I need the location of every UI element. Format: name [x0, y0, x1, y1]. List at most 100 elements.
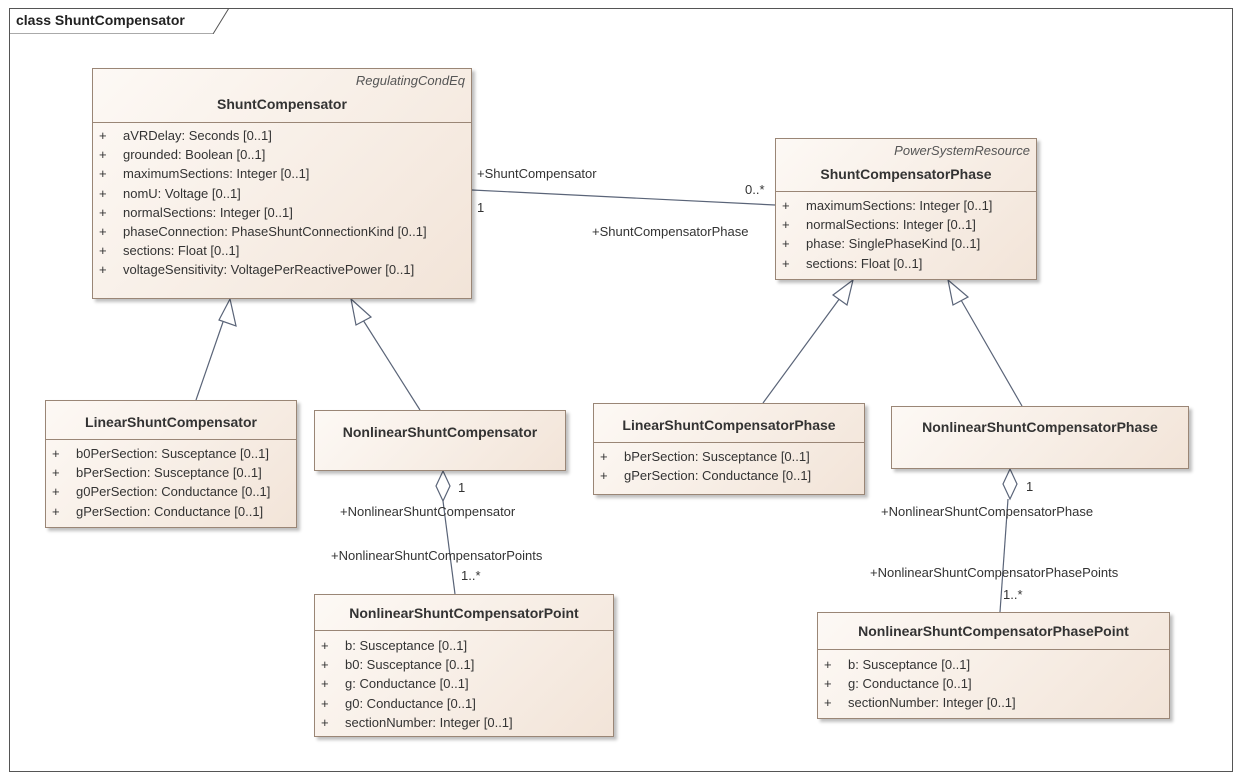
- generalization-line-linear-sc: [195, 321, 224, 401]
- multiplicity-label-shunt-compensator: 1: [477, 200, 485, 215]
- generalization-arrow-nonlinear-sc: [350, 297, 373, 326]
- class-name: ShuntCompensatorPhase: [820, 166, 992, 182]
- association-line-sc-phase: [471, 189, 776, 206]
- attribute[interactable]: + phase: SinglePhaseKind [0..1]: [782, 234, 1032, 253]
- class-name: NonlinearShuntCompensatorPhase: [922, 419, 1158, 435]
- attribute[interactable]: +b0PerSection: Susceptance [0..1]: [52, 444, 292, 463]
- visibility-marker: +: [824, 676, 832, 692]
- visibility-marker: +: [782, 198, 790, 213]
- attribute[interactable]: + sectionNumber: Integer [0..1]: [321, 713, 609, 732]
- attribute-list: +aVRDelay: Seconds [0..1] +grounded: Boo…: [99, 126, 467, 280]
- visibility-marker: +: [782, 217, 790, 233]
- attribute-list: + b: Susceptance [0..1] + g: Conductance […: [824, 655, 1165, 713]
- attribute-text: gPerSection: Conductance [0..1]: [624, 468, 812, 484]
- role-label-shunt-compensator: +ShuntCompensator: [477, 166, 597, 181]
- visibility-marker: +: [824, 695, 832, 711]
- attribute[interactable]: +g0PerSection: Conductance [0..1]: [52, 482, 292, 501]
- visibility-marker: +: [321, 695, 329, 711]
- attribute[interactable]: + b0: Susceptance [0..1]: [321, 655, 609, 674]
- frame-title-tab: [9, 8, 230, 34]
- attribute-text: normalSections: Integer [0..1]: [806, 217, 976, 233]
- attribute[interactable]: +sections: Float [0..1]: [99, 241, 467, 260]
- multiplicity-label-nonlinear-phase-owner: 1: [1026, 479, 1034, 494]
- aggregation-line-nonlinear-sc: [442, 500, 456, 595]
- compartment-divider: [46, 439, 296, 440]
- visibility-marker: +: [824, 657, 832, 672]
- visibility-marker: +: [321, 657, 329, 673]
- class-nonlinear-shunt-compensator[interactable]: NonlinearShuntCompensator: [314, 410, 566, 471]
- attribute-text: g: Conductance [0..1]: [345, 676, 469, 692]
- aggregation-diamond-nonlinear-phase: [1002, 467, 1018, 501]
- compartment-divider: [315, 630, 613, 631]
- attribute-text: maximumSections: Integer [0..1]: [806, 198, 993, 213]
- visibility-marker: +: [99, 204, 107, 220]
- class-nonlinear-shunt-compensator-phase[interactable]: NonlinearShuntCompensatorPhase: [891, 406, 1189, 469]
- attribute[interactable]: + g: Conductance [0..1]: [321, 674, 609, 693]
- visibility-marker: +: [99, 166, 107, 182]
- generalization-arrow-linear-sc: [218, 297, 237, 327]
- attribute-text: b0: Susceptance [0..1]: [345, 657, 475, 673]
- class-shunt-compensator-phase[interactable]: PowerSystemResource ShuntCompensatorPhas…: [775, 138, 1037, 280]
- class-name: NonlinearShuntCompensator: [342, 424, 538, 440]
- attribute[interactable]: + normalSections: Integer [0..1]: [99, 203, 467, 222]
- attribute-text: sectionNumber: Integer [0..1]: [345, 714, 513, 730]
- class-linear-shunt-compensator[interactable]: LinearShuntCompensator +b0PerSection: Su…: [45, 400, 297, 528]
- attribute[interactable]: +bPerSection: Susceptance [0..1]: [52, 463, 292, 482]
- class-nonlinear-shunt-compensator-point[interactable]: NonlinearShuntCompensatorPoint +b: Susce…: [314, 594, 614, 737]
- attribute-text: voltageSensitivity: VoltagePerReactivePo…: [123, 262, 415, 278]
- attribute[interactable]: + g: Conductance [0..1]: [824, 674, 1165, 693]
- attribute[interactable]: +nomU: Voltage [0..1]: [99, 184, 467, 203]
- attribute-text: phase: SinglePhaseKind [0..1]: [806, 236, 981, 252]
- visibility-marker: +: [600, 468, 608, 484]
- attribute-text: bPerSection: Susceptance [0..1]: [624, 449, 810, 464]
- role-label-nonlinear-points: +NonlinearShuntCompensatorPoints: [331, 548, 543, 563]
- generalization-arrow-nonlinear-phase: [947, 278, 970, 306]
- visibility-marker: +: [321, 714, 329, 730]
- generalization-line-nonlinear-phase: [960, 299, 1023, 407]
- attribute[interactable]: + maximumSections: Integer [0..1]: [782, 196, 1032, 215]
- attribute[interactable]: +b: Susceptance [0..1]: [321, 636, 609, 655]
- attribute[interactable]: +sections: Float [0..1]: [782, 254, 1032, 273]
- attribute-text: normalSections: Integer [0..1]: [123, 204, 293, 220]
- visibility-marker: +: [321, 676, 329, 692]
- aggregation-diamond-nonlinear-sc: [435, 469, 451, 503]
- role-label-shunt-compensator-phase: +ShuntCompensatorPhase: [592, 224, 749, 239]
- visibility-marker: +: [52, 484, 60, 500]
- attribute[interactable]: +grounded: Boolean [0..1]: [99, 145, 467, 164]
- attribute[interactable]: +sectionNumber: Integer [0..1]: [824, 693, 1165, 712]
- attribute[interactable]: +phaseConnection: PhaseShuntConnectionKi…: [99, 222, 467, 241]
- class-shunt-compensator[interactable]: RegulatingCondEq ShuntCompensator +aVRDe…: [92, 68, 472, 299]
- visibility-marker: +: [99, 147, 107, 163]
- attribute[interactable]: + normalSections: Integer [0..1]: [782, 215, 1032, 234]
- attribute[interactable]: + b: Susceptance [0..1]: [824, 655, 1165, 674]
- attribute[interactable]: +maximumSections: Integer [0..1]: [99, 164, 467, 183]
- visibility-marker: +: [782, 255, 790, 271]
- attribute-text: sections: Float [0..1]: [123, 243, 240, 259]
- attribute-text: b: Susceptance [0..1]: [848, 657, 971, 672]
- attribute[interactable]: + bPerSection: Susceptance [0..1]: [600, 447, 860, 466]
- attribute[interactable]: +g0: Conductance [0..1]: [321, 694, 609, 713]
- aggregation-line-nonlinear-phase: [999, 498, 1009, 613]
- role-label-nonlinear-phase-points: +NonlinearShuntCompensatorPhasePoints: [870, 565, 1119, 580]
- attribute-text: nomU: Voltage [0..1]: [123, 185, 241, 201]
- attribute[interactable]: +voltageSensitivity: VoltagePerReactiveP…: [99, 260, 467, 279]
- role-label-nonlinear-owner: +NonlinearShuntCompensator: [340, 504, 516, 519]
- compartment-divider: [93, 122, 471, 123]
- attribute-text: b0PerSection: Susceptance [0..1]: [76, 446, 269, 461]
- class-name: NonlinearShuntCompensatorPhasePoint: [858, 623, 1129, 639]
- class-nonlinear-shunt-compensator-phase-point[interactable]: NonlinearShuntCompensatorPhasePoint + b: …: [817, 612, 1170, 719]
- class-name: LinearShuntCompensator: [85, 414, 257, 430]
- attribute-text: g: Conductance [0..1]: [848, 676, 972, 692]
- visibility-marker: +: [99, 223, 107, 239]
- compartment-divider: [594, 442, 864, 443]
- visibility-marker: +: [99, 128, 107, 143]
- attribute[interactable]: +aVRDelay: Seconds [0..1]: [99, 126, 467, 145]
- attribute-text: gPerSection: Conductance [0..1]: [76, 503, 264, 519]
- attribute[interactable]: +gPerSection: Conductance [0..1]: [52, 502, 292, 521]
- visibility-marker: +: [600, 449, 608, 464]
- visibility-marker: +: [782, 236, 790, 252]
- class-linear-shunt-compensator-phase[interactable]: LinearShuntCompensatorPhase +bPerSection…: [593, 403, 865, 495]
- visibility-marker: +: [52, 465, 60, 481]
- attribute[interactable]: + gPerSection: Conductance [0..1]: [600, 466, 860, 485]
